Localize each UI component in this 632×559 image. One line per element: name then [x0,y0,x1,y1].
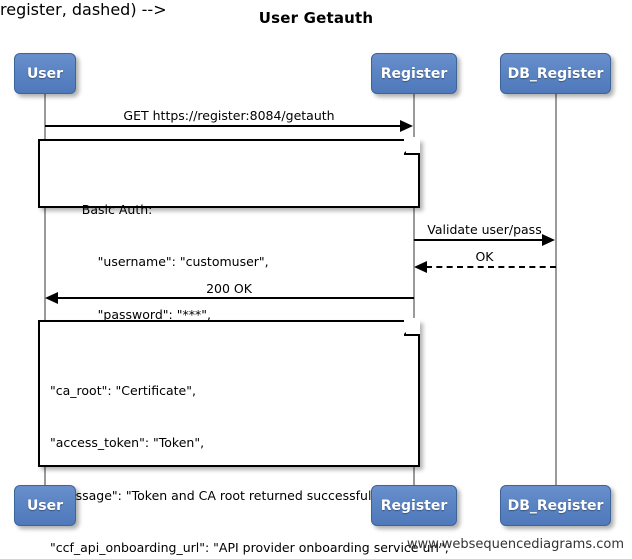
participant-label: User [26,497,64,514]
note-token-response: "ca_root": "Certificate", "access_token"… [38,318,449,555]
note-line: "message": "Token and CA root returned s… [50,487,393,503]
note-fold-icon [404,318,420,336]
note-basic-auth: Basic Auth: "username": "customuser", "p… [38,137,420,322]
note-line: "username": "customuser", [50,254,269,269]
participant-label: DB_Register [507,497,604,514]
participant-db-register-bottom[interactable]: DB_Register [500,485,611,526]
lifeline-db-register [555,93,557,487]
lifeline-register [413,93,415,487]
message-label-get-auth: GET https://register:8084/getauth [123,108,335,123]
message-label-ok: OK [475,249,494,264]
note-line: "access_token": "Token", [50,435,205,450]
message-label-200-ok: 200 OK [206,281,252,296]
participant-label: DB_Register [507,65,604,82]
participant-label: User [26,65,64,82]
lifeline-user [44,93,46,487]
footer-watermark: www.websequencediagrams.com [406,537,624,552]
message-arrowhead-get-auth [400,120,413,132]
message-arrowhead-validate-user-pass [542,234,555,246]
participant-user-top[interactable]: User [14,53,76,94]
message-line-get-auth [45,125,401,127]
message-arrowhead-200-ok [45,292,58,304]
message-label-validate-user-pass: Validate user/pass [427,222,542,237]
page-title: User Getauth [258,9,374,27]
participant-register-bottom[interactable]: Register [371,485,457,526]
note-line: "ccf_api_onboarding_url": "API provider … [50,540,449,555]
participant-label: Register [380,65,448,82]
participant-label: Register [380,497,448,514]
message-line-validate-user-pass [414,239,543,241]
participant-db-register-top[interactable]: DB_Register [500,53,611,94]
message-line-ok [426,266,556,268]
message-line-200-ok [57,297,414,299]
note-fold-icon [404,137,420,155]
participant-user-bottom[interactable]: User [14,485,76,526]
participant-register-top[interactable]: Register [371,53,457,94]
message-arrowhead-ok [414,261,427,273]
note-line: "password": "***", [50,306,211,322]
note-line: Basic Auth: [50,201,153,217]
note-line: "ca_root": "Certificate", [50,382,196,398]
